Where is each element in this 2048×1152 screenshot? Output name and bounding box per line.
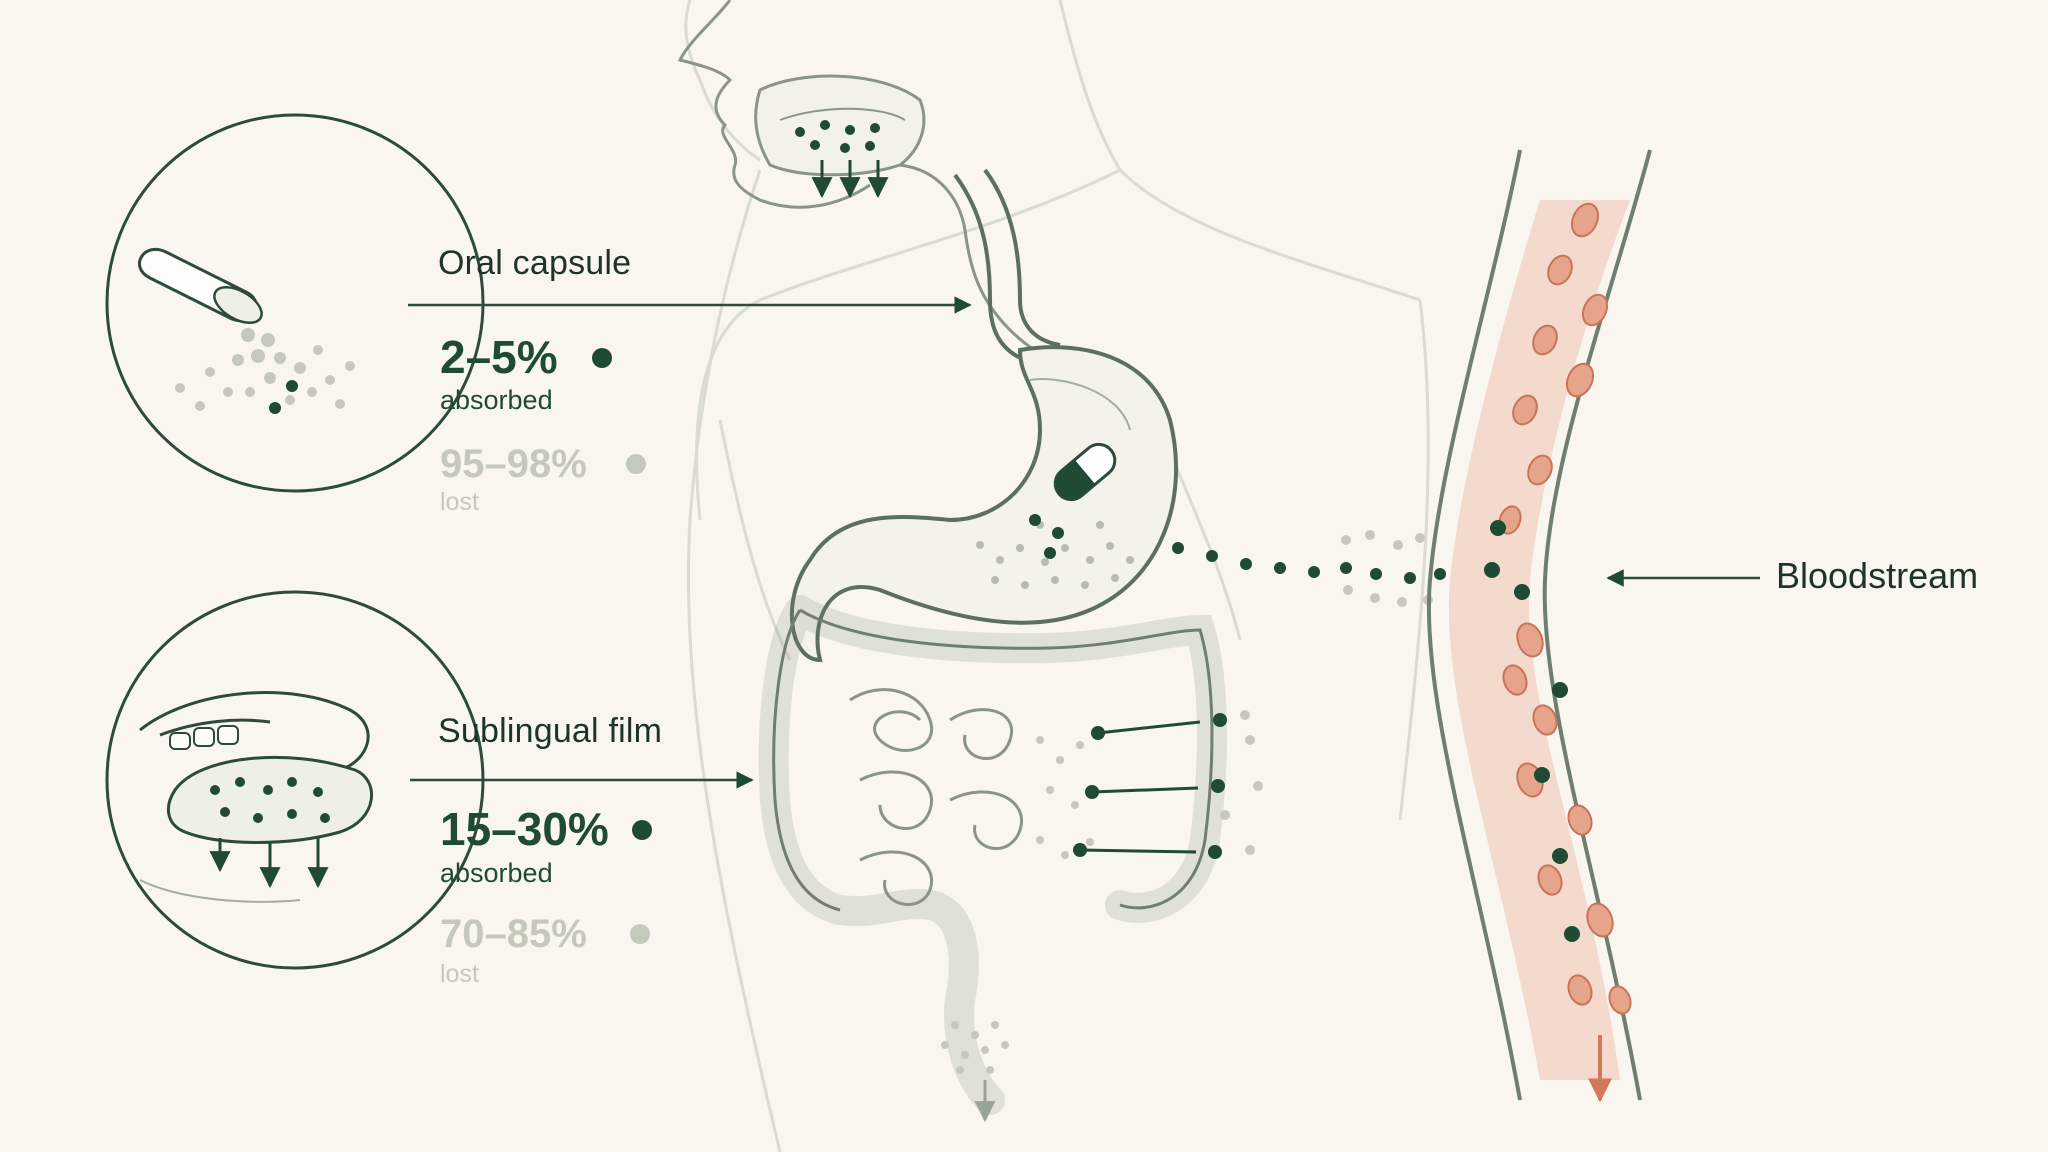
oral-capsule-absorbed-label: absorbed [440, 385, 553, 416]
stomach [792, 347, 1176, 660]
sublingual-film-lost-value: 70–85% [440, 912, 587, 957]
intestinal-absorption-dots [1073, 710, 1263, 859]
oral-capsule-inset [107, 115, 483, 491]
stomach-to-blood-trail [1172, 530, 1446, 607]
oral-capsule-absorbed-value: 2–5% [440, 330, 558, 384]
lost-dot [630, 924, 650, 944]
absorbed-dot [592, 348, 612, 368]
sublingual-film-title: Sublingual film [438, 712, 662, 751]
oral-capsule-lost-label: lost [440, 488, 479, 517]
sublingual-film-absorbed-label: absorbed [440, 858, 553, 889]
intestinal-absorption-lines [1080, 722, 1200, 852]
small-intestine [850, 690, 1022, 905]
oral-capsule-lost-value: 95–98% [440, 442, 587, 487]
oral-capsule-title: Oral capsule [438, 244, 631, 283]
sublingual-film-absorbed-value: 15–30% [440, 802, 609, 856]
bloodstream-label: Bloodstream [1776, 555, 1978, 597]
absorbed-dot [632, 820, 652, 840]
lost-dot [626, 454, 646, 474]
sublingual-film-lost-label: lost [440, 960, 479, 989]
